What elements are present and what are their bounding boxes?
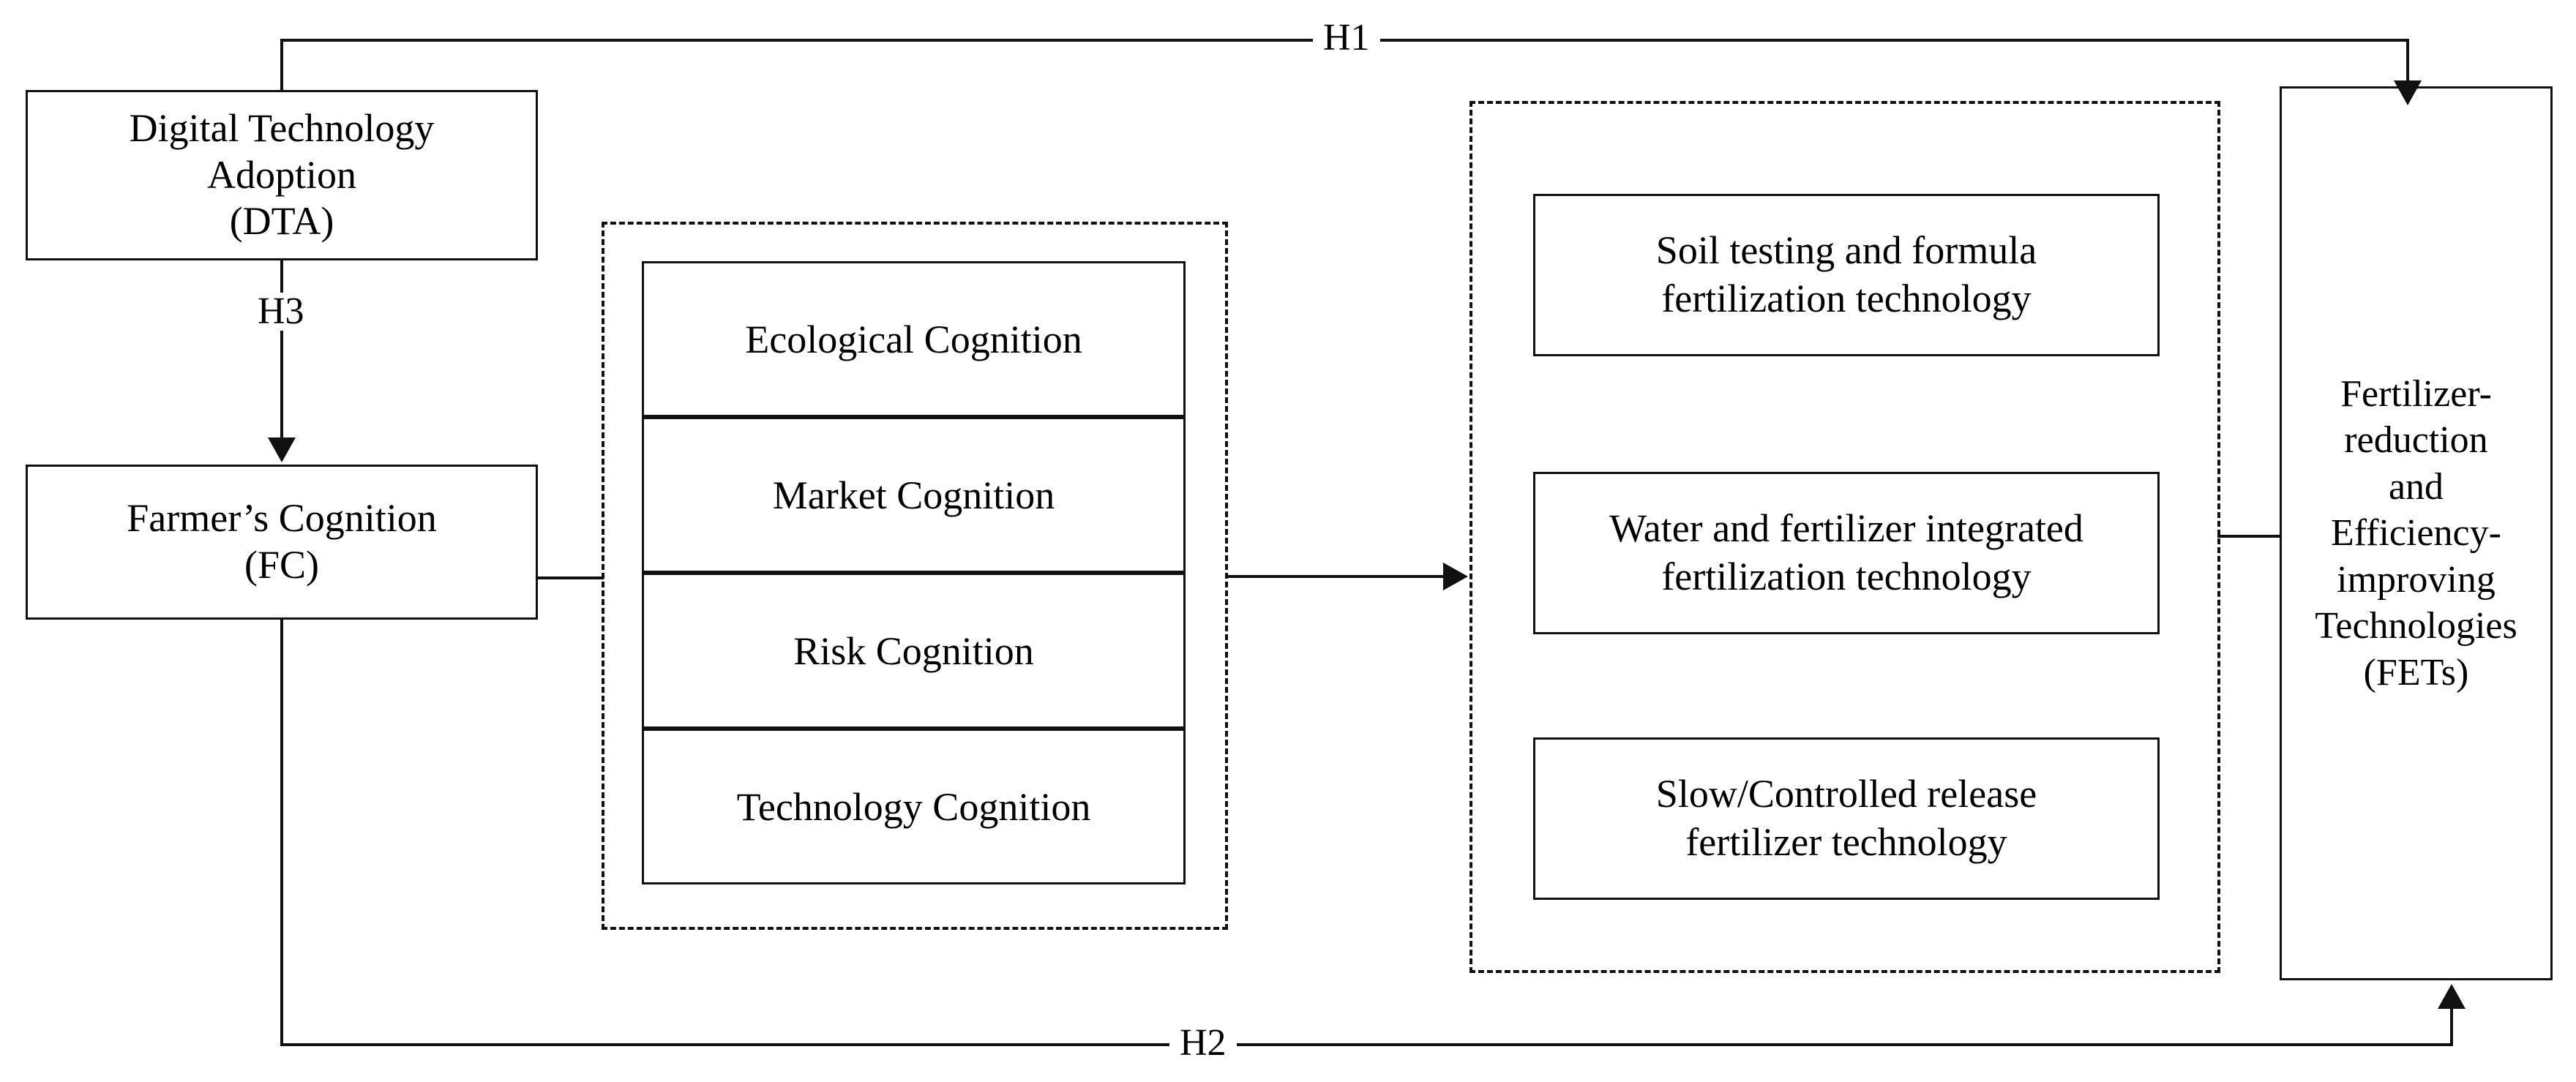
node-fets-line-5: improving [2337,558,2496,601]
node-digital-technology-adoption[interactable]: Digital Technology Adoption (DTA) [26,90,538,260]
node-technology-cognition-label: Technology Cognition [736,784,1091,829]
node-ecological-cognition[interactable]: Ecological Cognition [642,261,1186,417]
node-slow-release-line-1: Slow/Controlled release [1655,772,2037,816]
node-soil-testing-line-1: Soil testing and formula [1655,228,2037,273]
edge-label-h3: H3 [247,293,315,331]
node-fets-label: Fertilizer- reduction and Efficiency- im… [2315,371,2517,696]
node-water-fertilizer-integrated[interactable]: Water and fertilizer integrated fertiliz… [1533,472,2160,634]
node-fc-line-2: (FC) [244,543,319,587]
edge-label-h2: H2 [1169,1024,1237,1062]
node-water-fertilizer-line-2: fertilization technology [1661,555,2032,598]
edge-h2-segment-horizontal [280,1043,2453,1046]
node-soil-testing-label: Soil testing and formula fertilization t… [1656,227,2037,323]
edge-h3-arrowhead [268,437,296,462]
edge-h1-segment-vertical-left [280,40,283,91]
node-dta-line-3: (DTA) [229,199,334,244]
edge-h2-arrowhead [2438,984,2465,1009]
node-slow-release-line-2: fertilizer technology [1685,820,2007,864]
node-dta-line-1: Digital Technology [129,105,435,150]
node-fets-line-4: Efficiency- [2331,512,2501,555]
node-farmers-cognition[interactable]: Farmer’s Cognition (FC) [26,465,538,620]
node-soil-testing-line-2: fertilization technology [1661,277,2032,320]
edge-h1-segment-vertical-right [2406,39,2409,83]
edge-h2-segment-vertical-right [2450,1008,2453,1045]
node-fets-line-2: reduction [2344,419,2488,462]
node-slow-controlled-release-fertilizer[interactable]: Slow/Controlled release fertilizer techn… [1533,737,2160,900]
node-soil-testing-formula-fertilization[interactable]: Soil testing and formula fertilization t… [1533,194,2160,356]
edge-h3-segment-vertical [280,260,283,440]
node-ecological-cognition-label: Ecological Cognition [745,317,1082,361]
edge-technologies-to-fets-line [2217,535,2282,538]
node-market-cognition[interactable]: Market Cognition [642,417,1186,573]
node-fets-line-6: Technologies [2315,605,2517,647]
node-fets-line-3: and [2388,465,2444,508]
edge-h1-arrowhead [2394,80,2422,105]
edge-fc-to-cognition-group [536,576,604,579]
node-market-cognition-label: Market Cognition [772,473,1055,517]
edge-cognition-to-technologies-line [1227,575,1445,578]
edge-h2-segment-vertical-left [280,619,283,1046]
node-fets-line-7: (FETs) [2363,651,2469,694]
node-dta-label: Digital Technology Adoption (DTA) [130,105,435,245]
node-fc-label: Farmer’s Cognition (FC) [127,495,436,588]
edge-label-h1: H1 [1313,19,1380,57]
node-water-fertilizer-label: Water and fertilizer integrated fertiliz… [1609,505,2083,601]
node-risk-cognition[interactable]: Risk Cognition [642,573,1186,729]
node-technology-cognition[interactable]: Technology Cognition [642,729,1186,884]
edge-cognition-to-technologies-arrowhead [1443,563,1468,590]
node-fc-line-1: Farmer’s Cognition [127,496,437,541]
node-fets-line-1: Fertilizer- [2340,372,2492,415]
node-fertilizer-reduction-efficiency-technologies[interactable]: Fertilizer- reduction and Efficiency- im… [2280,86,2553,980]
node-risk-cognition-label: Risk Cognition [793,628,1034,673]
node-dta-line-2: Adoption [206,152,356,197]
node-slow-release-label: Slow/Controlled release fertilizer techn… [1656,770,2037,867]
node-water-fertilizer-line-1: Water and fertilizer integrated [1609,506,2083,551]
